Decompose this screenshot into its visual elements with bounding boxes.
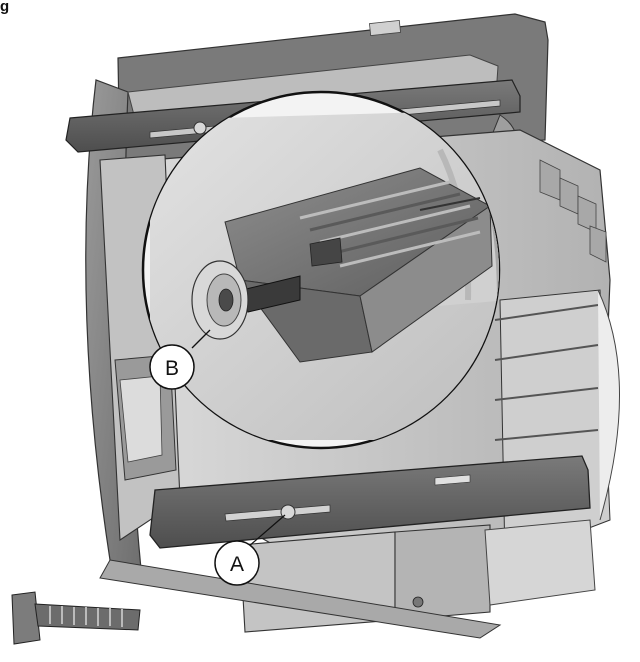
callout-a-leader (247, 514, 286, 548)
figure-label: g (0, 0, 10, 15)
callout-b-leader (191, 329, 211, 349)
bottom-slide-rail (149, 455, 591, 549)
callout-b: B (149, 344, 195, 390)
zoom-detail-circle (141, 90, 501, 450)
callout-b-label: B (165, 357, 179, 380)
base-foot (11, 559, 502, 645)
callout-a: A (214, 540, 260, 586)
callout-a-label: A (230, 553, 244, 576)
